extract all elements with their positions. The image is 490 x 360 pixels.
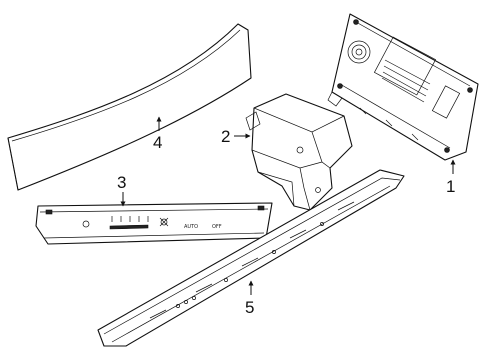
part-2-bracket-assembly bbox=[245, 93, 353, 211]
callout-4-label: 4 bbox=[153, 133, 162, 152]
callout-3: 3 bbox=[117, 173, 126, 207]
part-4-display-panel bbox=[7, 23, 252, 191]
callout-1-label: 1 bbox=[446, 177, 455, 196]
part-3-switch-panel: AUTO OFF bbox=[35, 202, 273, 245]
callout-5: 5 bbox=[245, 280, 254, 317]
callout-4: 4 bbox=[153, 116, 162, 152]
callout-2: 2 bbox=[221, 127, 251, 146]
callout-3-label: 3 bbox=[117, 173, 126, 192]
callout-1: 1 bbox=[446, 159, 456, 196]
callout-5-label: 5 bbox=[245, 298, 254, 317]
switch-panel-auto-label: AUTO bbox=[184, 224, 198, 230]
callout-2-label: 2 bbox=[221, 127, 230, 146]
switch-panel-off-label: OFF bbox=[212, 224, 222, 230]
part-1-display-module bbox=[327, 13, 479, 161]
part-5-trim-strip bbox=[97, 169, 405, 347]
